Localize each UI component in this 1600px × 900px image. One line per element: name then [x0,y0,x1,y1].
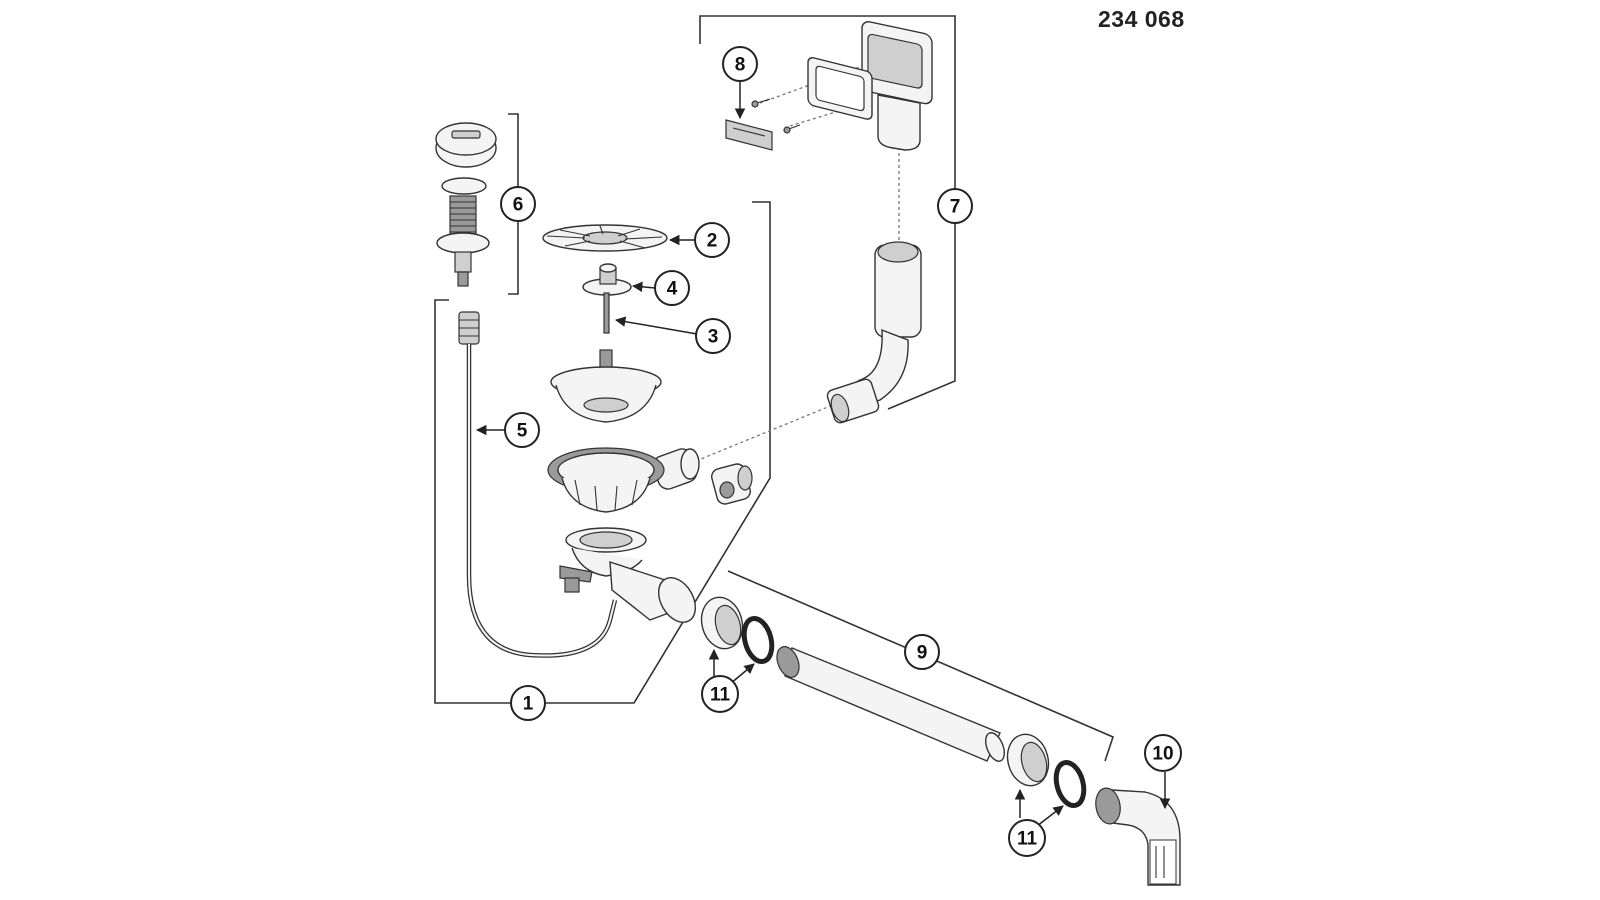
overflow-assembly [751,21,933,424]
callout-8-label: 8 [735,55,746,76]
drain-body [547,447,700,513]
callout-4: 4 [654,270,690,306]
callout-7-label: 7 [950,197,961,218]
callout-9: 9 [904,634,940,670]
seal-ring-left [741,615,775,665]
leader-11a-b [729,663,755,685]
drain-outlet-housing [559,527,697,623]
union-nut-right [1006,733,1050,787]
callout-5: 5 [504,412,540,448]
callout-6-label: 6 [513,195,524,216]
control-knob-assembly [435,122,497,287]
leader-11b-b [1036,805,1064,827]
callout-11-right-label: 11 [1017,829,1038,850]
callout-2-label: 2 [707,231,718,252]
connecting-tube [776,646,1006,762]
seal-ring-right [1053,759,1087,809]
bracket-group-9 [727,570,1114,762]
spindle-pin [603,292,610,334]
callout-1-label: 1 [523,694,534,715]
label-plate [725,119,773,151]
callout-10: 10 [1144,734,1182,772]
drawing-number: 234 068 [1098,6,1185,32]
union-nut-left [700,596,744,650]
callout-3: 3 [695,318,731,354]
callout-6: 6 [500,186,536,222]
callout-1: 1 [510,685,546,721]
elbow-fitting [1095,787,1181,886]
callout-8: 8 [722,46,758,82]
bracket-group-7 [699,15,956,410]
callout-11-left-label: 11 [710,685,731,706]
bowden-cable [458,311,618,658]
spindle-head [582,263,632,296]
callout-10-label: 10 [1152,744,1173,765]
callout-2: 2 [694,222,730,258]
leader-3 [614,316,698,335]
strainer-basket [550,349,662,423]
callout-11-left: 11 [701,675,739,713]
callout-4-label: 4 [667,279,678,300]
callout-3-label: 3 [708,327,719,348]
overflow-alignment-line [695,401,841,462]
callout-5-label: 5 [517,421,528,442]
leader-4 [631,281,656,293]
callout-9-label: 9 [917,643,928,664]
strainer-cover [542,224,668,252]
bracket-group-1 [434,201,771,704]
overflow-connector [711,463,753,505]
callout-11-right: 11 [1008,819,1046,857]
callout-7: 7 [937,188,973,224]
